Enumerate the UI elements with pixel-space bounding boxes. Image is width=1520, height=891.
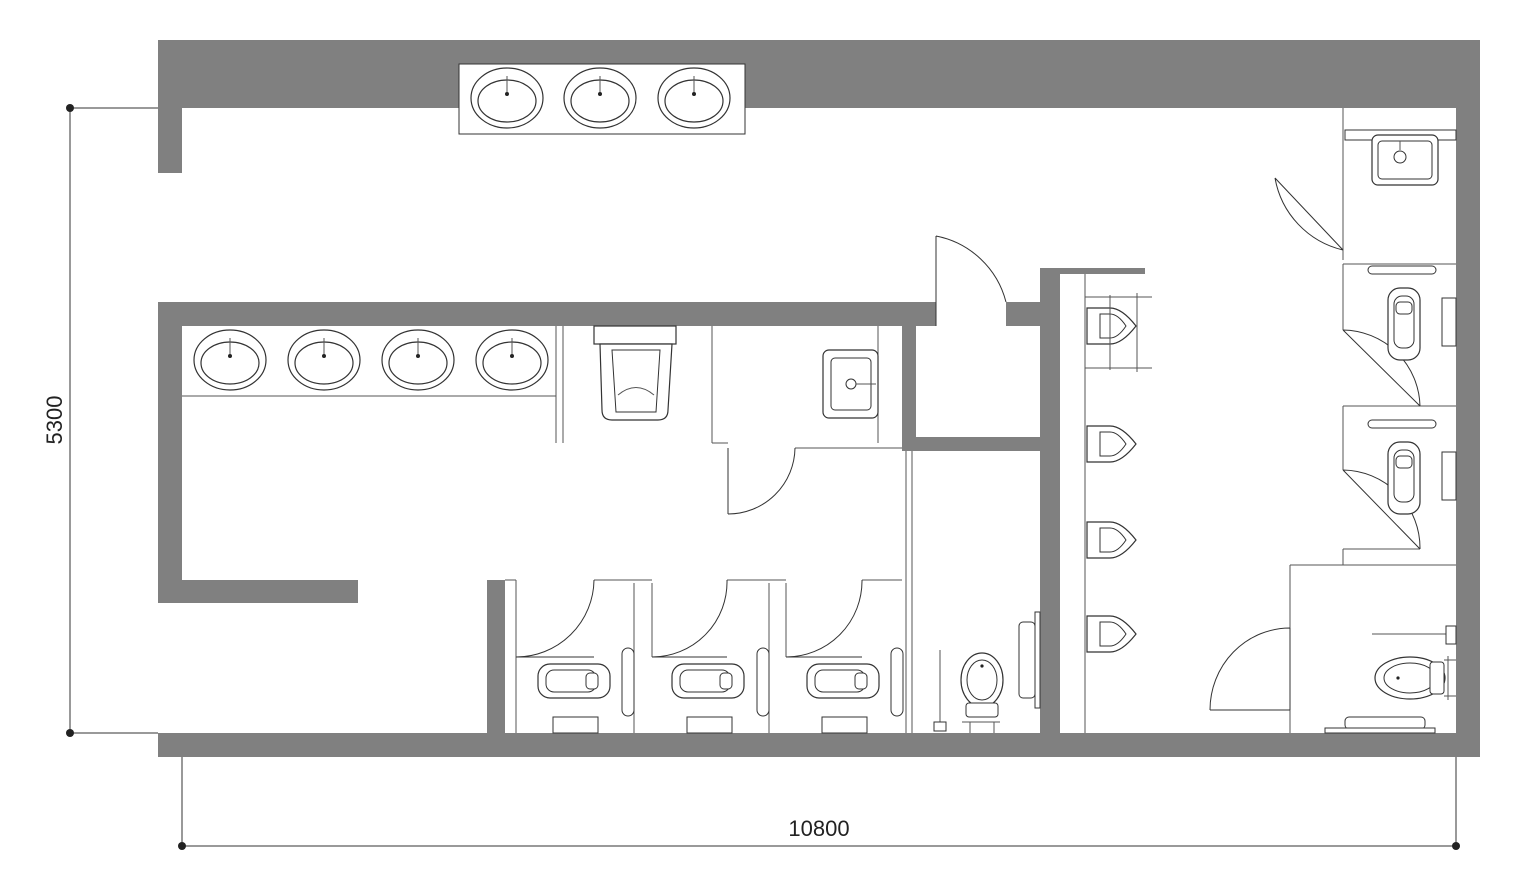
inner-wall-vertical-a [902,326,916,450]
washbasin-lower-4 [475,329,549,391]
fixtures [193,63,1457,734]
inner-wall-horizontal-b [902,437,1040,451]
baby-changing-station [593,325,677,421]
partitions [182,108,1456,733]
door-entry-corridor [935,235,1007,326]
inner-wall-c [158,302,936,603]
urinal-2 [1086,425,1137,463]
inner-wall-mid-a [1006,302,1040,326]
outer-wall-bottom [158,733,1480,757]
washbasin-lower-3 [381,329,455,391]
washbasin-lower-2 [287,329,361,391]
accessible-toilet-right [1324,625,1457,734]
dimension-vertical: 5300 [42,104,158,737]
outer-wall-top [158,40,1480,173]
accessible-toilet-middle [933,611,1041,733]
door-accessible-room [1209,627,1291,711]
washbasin-top-1 [470,67,544,129]
urinal-1 [1085,293,1152,372]
urinal-4 [1086,615,1137,653]
corner-sink [1344,129,1457,186]
washbasin-top-3 [657,67,731,129]
stall-wall-left [487,580,505,733]
door-stall-1 [515,579,595,658]
urinal-3 [1086,521,1137,559]
door-stall-3 [785,579,863,658]
squat-toilet-3 [806,647,904,734]
door-cleaning-room [727,447,796,515]
squat-toilet-r1 [1367,265,1457,361]
service-sink [822,349,879,419]
washbasin-top-2 [563,67,637,129]
squat-toilet-1 [537,647,635,734]
washbasin-lower-1 [193,329,267,391]
dimension-horizontal: 10800 [178,757,1460,850]
door-stall-2 [651,579,728,658]
outer-wall-right [1456,40,1480,757]
squat-toilet-2 [671,647,770,734]
squat-toilet-r2 [1367,419,1457,515]
inner-wall-vertical-b [1040,268,1145,733]
walls [158,40,1480,757]
dimension-width-label: 10800 [788,816,849,841]
dimension-height-label: 5300 [42,396,67,445]
door-right-upper [1274,177,1344,251]
